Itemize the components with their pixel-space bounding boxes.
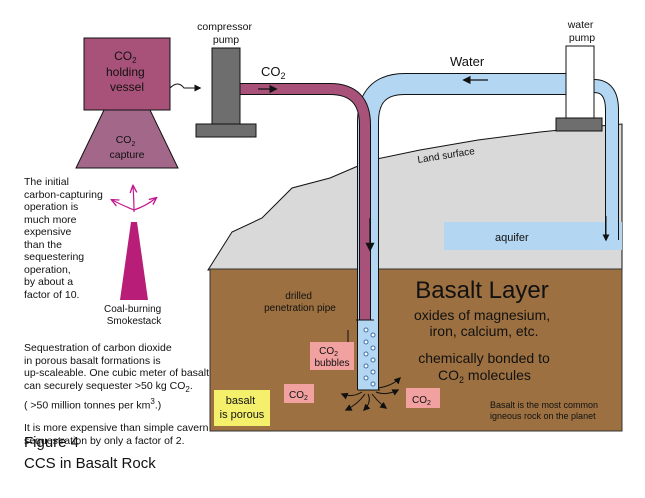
initial-cost-note: The initial carbon-capturing operation i…: [24, 176, 122, 301]
smoke-arrows: [112, 186, 156, 213]
vessel-holding-label: holding: [106, 65, 145, 79]
co2-left-sub: 2: [304, 395, 308, 402]
initial-note-line: sequestering: [24, 251, 85, 263]
figure-label: Figure 4: [24, 434, 80, 451]
co2-bubbles-dots: [363, 327, 376, 387]
bonded-co: CO: [438, 367, 459, 383]
drilled-label: drilled: [285, 291, 312, 302]
water-pump-pump-label: pump: [569, 32, 595, 44]
dispersion-arrows: [340, 377, 401, 411]
co2-right-sub: 2: [427, 400, 431, 407]
compressor-base: [195, 123, 257, 138]
vessel-co-label: CO: [114, 49, 132, 63]
vessel-vessel-label: vessel: [110, 80, 144, 94]
initial-note-line: factor of 10.: [24, 288, 80, 301]
capture-label: capture: [109, 149, 144, 161]
sequestration-note: Sequestration of carbon dioxide in porou…: [24, 342, 214, 447]
basalt-porous-line2: is porous: [220, 409, 265, 421]
seq-note-line: can securely sequester >50 kg CO2.: [24, 380, 214, 397]
water-label: Water: [450, 54, 485, 69]
aquifer-label: aquifer: [495, 232, 529, 244]
seq-km-end: .): [154, 399, 162, 412]
svg-text:drilled penetration pipe: drilled penetration pipe: [264, 291, 336, 314]
svg-text:CO2: CO2: [289, 390, 308, 402]
oxides-line2: iron, calcium, etc.: [430, 323, 539, 339]
water-pump: [565, 45, 595, 119]
seq-km-text: ( >50 million tonnes per km: [24, 399, 151, 412]
common-rock-line1: Basalt is the most common: [490, 400, 598, 410]
bonded-molecules: molecules: [464, 367, 531, 383]
capture-co-sub: 2: [131, 141, 135, 148]
seq-km-sup: 3: [150, 397, 155, 407]
water-pump-water-label: water: [567, 19, 594, 31]
svg-text:CO2 capture: CO2 capture: [109, 134, 144, 161]
co2-capture-unit: [75, 109, 179, 169]
svg-text:water pump: water pump: [567, 19, 597, 44]
penetration-pipe-label: penetration pipe: [264, 303, 336, 314]
co2-right-label: CO: [412, 395, 427, 406]
bubbles-label: bubbles: [314, 358, 349, 369]
svg-text:CO2: CO2: [261, 64, 286, 81]
oxides-line1: oxides of magnesium,: [414, 307, 550, 323]
co2-flow-label: CO: [261, 64, 281, 79]
bubbles-co-sub: 2: [334, 351, 338, 358]
coal-smokestack: [120, 222, 148, 300]
bonded-line1: chemically bonded to: [418, 350, 550, 366]
capture-co-label: CO: [116, 134, 132, 146]
initial-note-line: operation is: [24, 201, 79, 213]
seq-co2-period: .: [189, 379, 193, 392]
svg-text:CO2 holding vessel: CO2 holding vessel: [106, 49, 148, 94]
svg-text:CO2 bubbles: CO2 bubbles: [314, 346, 349, 369]
compressor-label: compressor: [197, 21, 252, 33]
cavern-note-line: It is more expensive than simple cavern: [24, 422, 209, 435]
basalt-layer-title: Basalt Layer: [415, 277, 548, 304]
basalt-porous-line1: basalt: [226, 395, 255, 407]
initial-note-line: than the: [24, 238, 62, 251]
co2-holding-vessel: [83, 37, 171, 111]
figure-caption: CCS in Basalt Rock: [24, 455, 156, 472]
vessel-co-sub: 2: [132, 56, 137, 65]
svg-text:basalt is porous: basalt is porous: [220, 395, 265, 421]
seq-co2-sub: 2: [185, 384, 190, 394]
pump-label: pump: [213, 34, 239, 46]
water-pump-base: [555, 117, 603, 132]
initial-note-line: operation,: [24, 263, 71, 276]
vessel-outlet-arrow: [169, 83, 202, 92]
common-rock-line2: igneous rock on the planet: [490, 411, 596, 421]
co2-bubbles-box: [310, 342, 354, 370]
co2-left-label: CO: [289, 390, 304, 401]
cavern-note-line: sequestration by only a factor of 2.: [24, 434, 185, 447]
smokestack-coal-label: Coal-burning: [104, 304, 161, 315]
svg-text:CO2: CO2: [412, 395, 431, 407]
initial-note-line: expensive: [24, 226, 72, 238]
bubbles-co-label: CO: [319, 346, 334, 357]
svg-text:chemically bonded to: chemically bonded to: [418, 350, 550, 366]
seq-note-line: up-scaleable. One cubic meter of basalt: [24, 367, 210, 379]
svg-text:Coal-burning Smokestack: Coal-burning Smokestack: [104, 304, 164, 327]
bonded-co-sub: 2: [459, 375, 464, 385]
co2-box-right: [406, 388, 440, 408]
basalt-porous-box: [214, 390, 270, 426]
co2-flow-sub: 2: [281, 71, 286, 81]
co2-box-left: [284, 384, 314, 403]
initial-note-line: by about a: [24, 276, 74, 288]
seq-note-line: Sequestration of carbon dioxide: [24, 342, 172, 354]
seq-note-line: ( >50 million tonnes per km3.): [24, 396, 214, 412]
svg-text:oxides of magnesium, iron,: oxides of magnesium, iron, calcium, etc.: [414, 307, 554, 339]
initial-note-line: carbon-capturing: [24, 188, 103, 201]
svg-text:compressor pump: compressor pump: [197, 21, 255, 46]
smokestack-label: Smokestack: [107, 316, 162, 327]
svg-text:CO2 molecules: CO2 molecules: [438, 367, 531, 385]
seq-note-line: in porous basalt formations is: [24, 354, 161, 367]
svg-text:Basalt is the most common: Basalt is the most common igneous rock o…: [490, 400, 601, 421]
compressor-pump: [211, 47, 241, 125]
seq-co2-text: can securely sequester >50 kg CO: [24, 379, 186, 392]
initial-note-line: much more: [24, 213, 77, 226]
initial-note-line: The initial: [24, 176, 69, 188]
aquifer: [444, 222, 622, 250]
